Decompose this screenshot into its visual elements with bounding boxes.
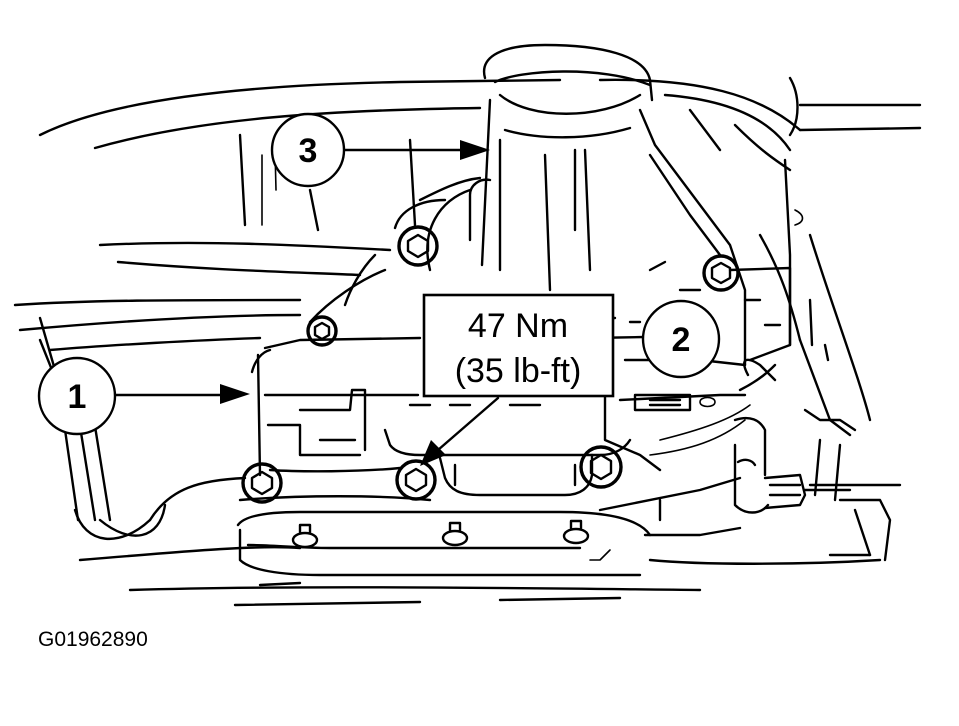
bolt [441, 521, 469, 547]
arrowhead-3 [460, 140, 490, 160]
callout-1-number: 1 [68, 378, 87, 416]
arrowhead-1 [220, 384, 250, 404]
bolt [579, 445, 623, 489]
callout-2: 2 [641, 299, 721, 379]
bolt [562, 519, 590, 545]
bolt [395, 459, 437, 501]
torque-box [422, 293, 615, 398]
bolt [397, 225, 439, 267]
callout-1: 1 [37, 356, 117, 436]
callout-2-number: 2 [672, 321, 691, 359]
bolt [241, 462, 283, 504]
callout-3-number: 3 [299, 132, 318, 170]
torque-label: 47 Nm (35 lb-ft) [422, 293, 615, 398]
leader-arrows [113, 140, 646, 466]
callout-3: 3 [270, 112, 346, 188]
arrow-torque [436, 396, 500, 452]
bolts [241, 225, 740, 549]
bolt [702, 254, 740, 292]
shift-link [649, 358, 852, 514]
bolt [306, 315, 338, 347]
torque-imperial: (35 lb-ft) [455, 352, 582, 390]
bolt [291, 523, 319, 549]
arrowhead-torque [420, 440, 446, 466]
torque-metric: 47 Nm [468, 307, 568, 345]
figure-id: G01962890 [38, 628, 148, 651]
crossmember [128, 476, 882, 607]
